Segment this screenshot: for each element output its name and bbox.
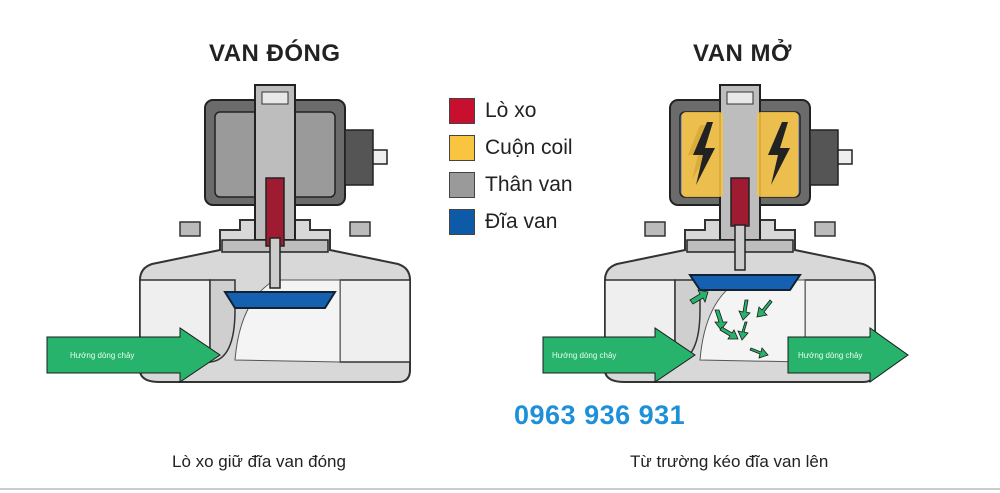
- flow-label: Hướng dòng chảy: [70, 351, 134, 360]
- divider: [0, 488, 1000, 490]
- flow-arrows-internal: [689, 289, 773, 359]
- legend-label: Đĩa van: [485, 209, 558, 233]
- legend-item-coil: Cuộn coil: [449, 129, 573, 166]
- open-valve: Hướng dòng chảy Hướng dòng chảy: [542, 84, 909, 383]
- open-valve-title: VAN MỞ: [693, 40, 793, 67]
- valve-disc-open: [688, 274, 802, 291]
- legend-swatch-coil: [449, 134, 475, 161]
- phone-number: 0963 936 931: [514, 400, 686, 430]
- legend-item-spring: Lò xo: [449, 92, 573, 129]
- closed-valve-caption: Lò xo giữ đĩa van đóng: [172, 452, 346, 471]
- flow-arrow-out: Hướng dòng chảy: [787, 327, 909, 383]
- open-valve-caption: Từ trường kéo đĩa van lên: [630, 452, 829, 471]
- legend-item-body: Thân van: [449, 166, 573, 203]
- legend: Lò xo Cuộn coil Thân van Đĩa van: [449, 92, 573, 240]
- flow-arrow-left: Hướng dòng chảy: [46, 327, 221, 383]
- flow-label-out: Hướng dòng chảy: [798, 351, 862, 360]
- legend-swatch-spring: [449, 97, 475, 124]
- legend-label: Lò xo: [485, 98, 537, 122]
- flow-label-in: Hướng dòng chảy: [552, 351, 616, 360]
- closed-valve: Hướng dòng chảy: [46, 84, 411, 383]
- legend-swatch-disc: [449, 208, 475, 235]
- valve-disc-closed: [223, 291, 337, 309]
- legend-label: Thân van: [485, 172, 573, 196]
- spring-open: [730, 177, 750, 227]
- spring-closed: [265, 177, 285, 247]
- legend-label: Cuộn coil: [485, 135, 573, 159]
- legend-swatch-body: [449, 171, 475, 198]
- closed-valve-title: VAN ĐÓNG: [209, 40, 341, 67]
- flow-arrow-in: Hướng dòng chảy: [542, 327, 696, 383]
- legend-item-disc: Đĩa van: [449, 203, 573, 240]
